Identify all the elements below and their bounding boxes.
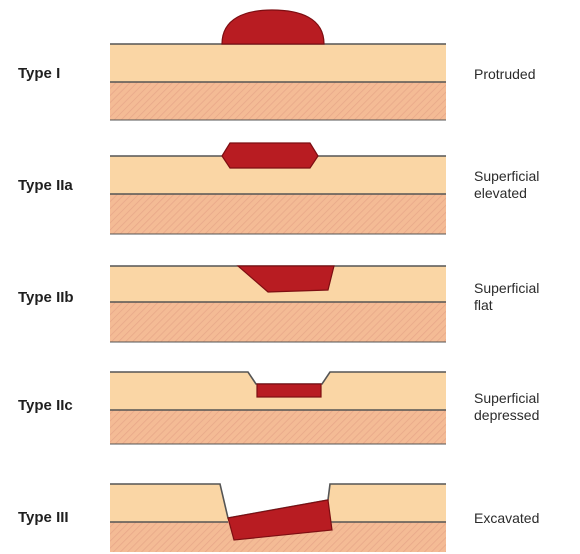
- type-iii-label: Type III: [18, 510, 69, 525]
- row-type-iic: [110, 372, 446, 444]
- description-line: Superficial: [474, 390, 539, 407]
- elevated-lesion: [222, 143, 318, 168]
- submucosa-layer: [110, 82, 446, 120]
- row-type-iia: [110, 143, 446, 234]
- type-iii-description: Excavated: [474, 510, 539, 527]
- type-iia-label: Type IIa: [18, 178, 73, 193]
- submucosa-layer: [110, 302, 446, 342]
- type-i-description: Protruded: [474, 66, 535, 83]
- submucosa-layer: [110, 194, 446, 234]
- description-line: flat: [474, 297, 539, 314]
- description-line: Protruded: [474, 66, 535, 83]
- description-line: Superficial: [474, 280, 539, 297]
- row-type-iii: [110, 484, 446, 552]
- type-iic-description: Superficial depressed: [474, 390, 539, 424]
- depressed-lesion: [257, 384, 321, 397]
- protruded-lesion: [222, 10, 324, 44]
- description-line: depressed: [474, 407, 539, 424]
- type-i-label: Type I: [18, 66, 60, 81]
- row-type-iib: [110, 266, 446, 342]
- submucosa-layer: [110, 410, 446, 444]
- description-line: Superficial: [474, 168, 539, 185]
- type-iia-description: Superficial elevated: [474, 168, 539, 202]
- row-type-i: [110, 10, 446, 120]
- type-iib-label: Type IIb: [18, 290, 74, 305]
- description-line: elevated: [474, 185, 539, 202]
- description-line: Excavated: [474, 510, 539, 527]
- type-iib-description: Superficial flat: [474, 280, 539, 314]
- type-iic-label: Type IIc: [18, 398, 73, 413]
- mucosa-layer: [110, 44, 446, 82]
